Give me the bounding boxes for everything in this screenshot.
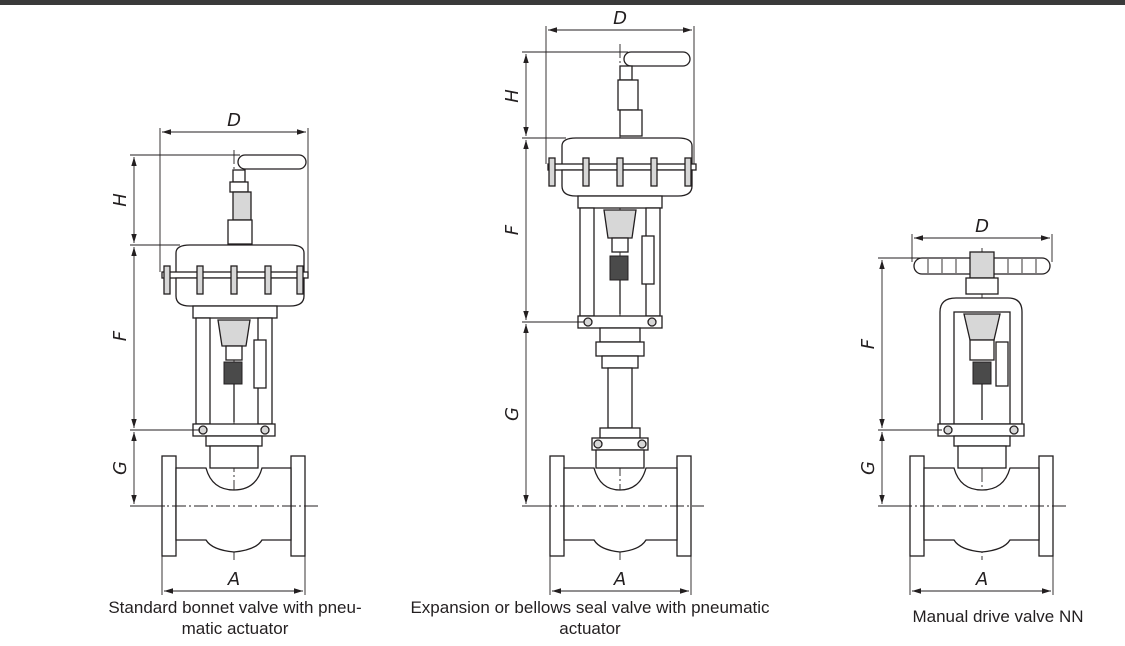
label-a: A (975, 569, 988, 590)
label-f: F (110, 330, 131, 341)
valve-standard-bonnet: D H F G A (110, 110, 320, 595)
caption-standard-bonnet-valve: Standard bonnet valve with pneu- matic a… (108, 598, 362, 638)
caption-manual-drive-valve: Manual drive valve NN (912, 607, 1084, 626)
actuator-lower-case (561, 169, 693, 197)
label-g: G (858, 461, 879, 475)
label-f: F (858, 338, 879, 349)
label-d: D (975, 216, 989, 237)
actuator-lower-case (175, 277, 305, 307)
valve-body (923, 467, 1040, 553)
valve-body (175, 467, 292, 553)
label-a: A (613, 569, 626, 590)
label-h: H (110, 193, 131, 207)
label-d: D (613, 8, 627, 29)
caption-bellows-seal-valve: Expansion or bellows seal valve with pne… (410, 598, 770, 638)
manual-override-handle (623, 51, 691, 67)
actuator-upper-case (561, 137, 693, 167)
yoke-left-pillar (195, 317, 211, 425)
valve-body (563, 467, 678, 553)
extension-bonnet (607, 367, 633, 429)
label-g: G (502, 407, 523, 421)
valve-manual-drive: D F G A (858, 216, 1066, 595)
valve-bellows-seal: D H F G A (502, 8, 704, 595)
actuator-upper-case (175, 244, 305, 276)
label-g: G (110, 461, 131, 475)
yoke-left-pillar (579, 207, 595, 317)
manual-override-handle (237, 154, 307, 170)
label-f: F (502, 224, 523, 235)
label-a: A (227, 569, 240, 590)
label-h: H (502, 89, 523, 103)
top-border-bar (0, 0, 1125, 5)
label-d: D (227, 110, 241, 131)
